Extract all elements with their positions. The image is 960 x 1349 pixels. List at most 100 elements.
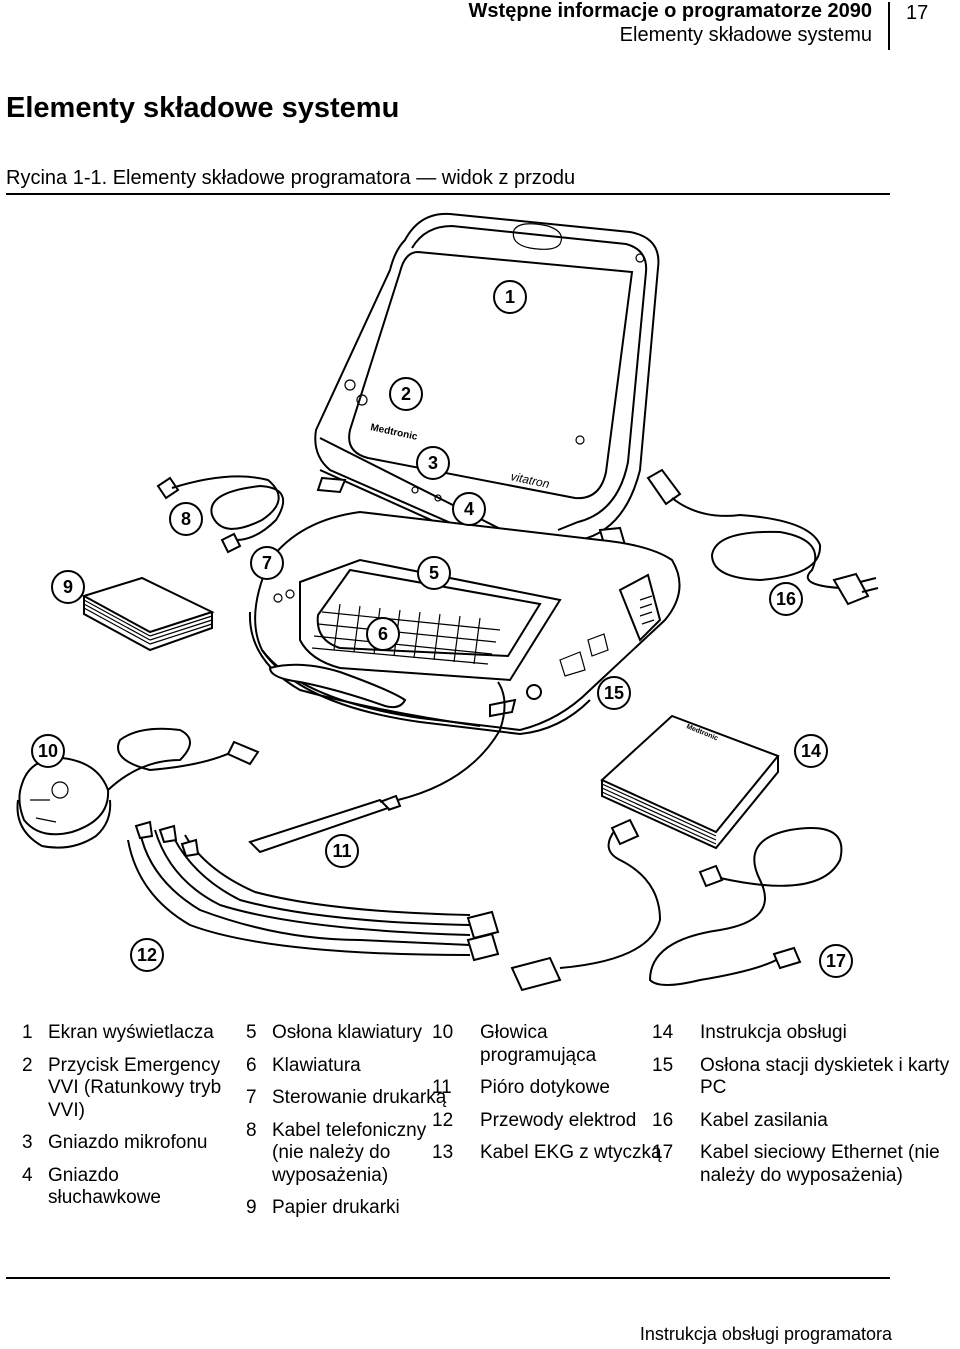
power-cable-drawing [646, 468, 879, 606]
section-subtitle: Elementy składowe systemu [619, 24, 872, 46]
legend-number: 15 [652, 1054, 674, 1076]
callout-17: 17 [819, 944, 853, 978]
legend-text: Pióro dotykowe [480, 1077, 610, 1098]
legend-number: 16 [652, 1109, 674, 1131]
caption-divider [6, 193, 890, 195]
svg-text:2: 2 [401, 384, 411, 404]
legend-text: Klawiatura [272, 1054, 361, 1076]
svg-text:11: 11 [332, 841, 351, 861]
svg-text:14: 14 [801, 741, 821, 761]
callout-16: 16 [769, 582, 803, 616]
legend-item: 9 Papier drukarki [224, 1197, 454, 1220]
legend-item: 2 Przycisk Emergency VVI (Ratunkowy tryb … [0, 1055, 230, 1123]
legend-item: 8 Kabel telefoniczny (nie należy do wypos… [224, 1120, 454, 1188]
programmer-base [248, 510, 681, 736]
legend-number: 12 [432, 1109, 454, 1131]
callout-2: 2 [389, 377, 423, 411]
section-heading: Elementy składowe systemu [6, 92, 400, 124]
svg-text:1: 1 [505, 287, 515, 307]
legend-number: 8 [246, 1119, 257, 1141]
legend-item: 3 Gniazdo mikrofonu [0, 1132, 230, 1155]
legend-column-1: 1 Ekran wyświetlacza 2 Przycisk Emergency … [0, 1022, 230, 1220]
legend-item: 17 Kabel sieciowy Ethernet (nie należy do… [652, 1142, 952, 1187]
legend-number: 1 [22, 1022, 33, 1043]
legend-number: 11 [432, 1077, 452, 1098]
legend-item: 13 Kabel EKG z wtyczką [432, 1142, 662, 1165]
legend-number: 14 [652, 1022, 674, 1043]
legend-item: 16 Kabel zasilania [652, 1110, 952, 1133]
page-number: 17 [906, 2, 929, 24]
callout-14: 14 [794, 734, 828, 768]
legend-number: 17 [652, 1142, 674, 1163]
legend-text: Osłona stacji dyskietek i karty PC [700, 1054, 950, 1099]
legend-item: 1 Ekran wyświetlacza [0, 1022, 230, 1045]
electrode-leads-drawing [127, 820, 500, 962]
legend-text: Kabel telefoniczny (nie należy do wyposa… [272, 1119, 427, 1186]
programming-head-drawing [16, 727, 260, 849]
legend-text: Głowica programująca [480, 1022, 597, 1066]
figure-caption-label: Rycina 1-1. [6, 167, 108, 189]
ecg-cable-drawing [510, 818, 662, 992]
svg-text:7: 7 [262, 553, 272, 573]
callout-6: 6 [366, 617, 400, 651]
legend-text: Kabel zasilania [700, 1109, 828, 1131]
display-lid: Medtronic vitatron [314, 212, 660, 574]
svg-text:9: 9 [63, 577, 73, 597]
legend-text: Kabel EKG z wtyczką [480, 1142, 662, 1163]
telephone-cable-drawing [156, 475, 285, 554]
programmer-illustration: Medtronic vitatron [16, 212, 879, 992]
figure-caption-text: Elementy składowe programatora — widok z… [112, 167, 576, 189]
svg-text:6: 6 [378, 624, 388, 644]
callout-3: 3 [416, 446, 450, 480]
svg-text:10: 10 [38, 741, 58, 761]
stylus-drawing [248, 681, 506, 854]
legend-item: 11 Pióro dotykowe [432, 1077, 662, 1100]
svg-text:8: 8 [181, 509, 191, 529]
legend-divider [6, 1277, 890, 1279]
legend-text: Ekran wyświetlacza [48, 1022, 214, 1043]
chapter-title: Wstępne informacje o programatorze 2090 [468, 0, 872, 22]
callout-9: 9 [51, 570, 85, 604]
legend-text: Przewody elektrod [480, 1109, 637, 1131]
legend-text: Przycisk Emergency VVI (Ratunkowy tryb V… [48, 1054, 222, 1121]
callout-8: 8 [169, 502, 203, 536]
callout-4: 4 [452, 492, 486, 526]
legend-item: 12 Przewody elektrod [432, 1110, 662, 1133]
figure-caption: Rycina 1-1. Elementy składowe programato… [6, 167, 575, 190]
legend-text: Instrukcja obsługi [700, 1022, 847, 1043]
callout-11: 11 [325, 834, 359, 868]
svg-text:17: 17 [826, 951, 846, 971]
legend-number: 13 [432, 1142, 454, 1163]
legend-text: Sterowanie drukarką [272, 1087, 447, 1108]
svg-text:4: 4 [464, 499, 474, 519]
callout-1: 1 [493, 280, 527, 314]
legend-text: Papier drukarki [272, 1197, 400, 1218]
legend-number: 9 [246, 1197, 257, 1218]
legend-text: Osłona klawiatury [272, 1022, 422, 1043]
svg-text:3: 3 [428, 453, 438, 473]
legend-text: Kabel sieciowy Ethernet (nie należy do w… [700, 1142, 940, 1186]
legend-number: 6 [246, 1054, 257, 1076]
callout-10: 10 [31, 734, 65, 768]
legend-number: 2 [22, 1054, 33, 1076]
svg-text:15: 15 [604, 683, 624, 703]
ethernet-cable-drawing [648, 827, 843, 986]
svg-text:12: 12 [137, 945, 157, 965]
legend-number: 5 [246, 1022, 257, 1043]
legend-number: 10 [432, 1022, 454, 1043]
legend-number: 4 [22, 1164, 33, 1186]
legend-item: 10 Głowica programująca [432, 1022, 662, 1067]
callout-15: 15 [597, 676, 631, 710]
callout-5: 5 [417, 556, 451, 590]
legend-number: 3 [22, 1132, 33, 1153]
header-divider [888, 2, 890, 50]
callout-7: 7 [250, 546, 284, 580]
legend-text: Gniazdo mikrofonu [48, 1132, 208, 1153]
callout-12: 12 [130, 938, 164, 972]
legend-item: 5 Osłona klawiatury [224, 1022, 454, 1045]
legend-item: 6 Klawiatura [224, 1055, 454, 1078]
legend-column-4: 14 Instrukcja obsługi 15 Osłona stacji dys… [652, 1022, 952, 1197]
